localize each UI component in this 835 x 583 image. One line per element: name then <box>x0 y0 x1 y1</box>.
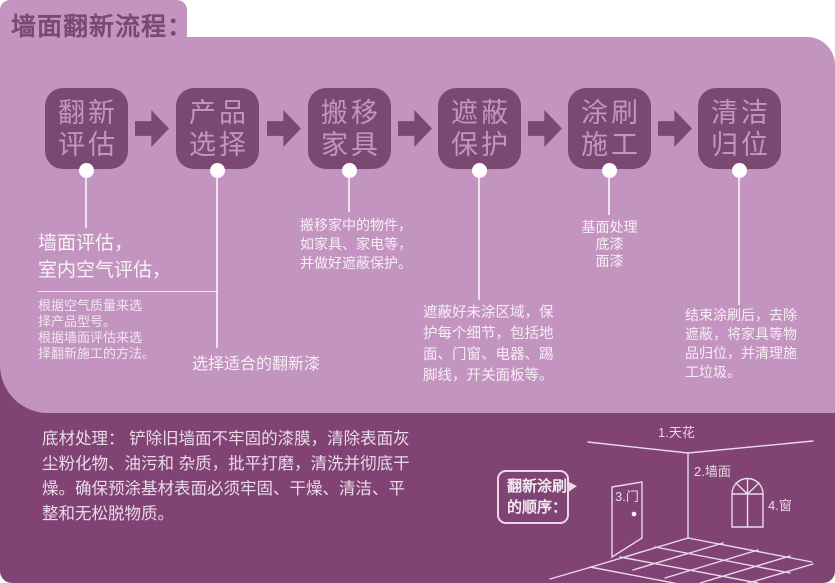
room-sketch: 1.天花 2.墙面 3.门 4.窗 <box>549 425 814 583</box>
connector-line <box>85 178 87 228</box>
page-title: 墙面翻新流程： <box>11 13 194 41</box>
step-label: 涂刷 <box>581 97 641 128</box>
step-box-move-furniture: 搬移 家具 <box>308 88 391 169</box>
connector-dot <box>602 163 617 178</box>
step-box-painting-work: 涂刷 施工 <box>568 88 651 169</box>
note-line: 燥。确保预涂基材表面必须牢固、干燥、清洁、平 <box>42 480 405 498</box>
note-line: 尘粉化物、油污和 杂质，批平打磨，清洗并彻底干 <box>42 455 410 473</box>
floor-tile-lines <box>549 542 814 583</box>
step-label: 评估 <box>58 129 118 160</box>
annotation-line: 面漆 <box>595 253 624 269</box>
step-label: 施工 <box>581 129 641 160</box>
label-window: 4.窗 <box>768 498 792 513</box>
step-label: 清洁 <box>711 97 771 128</box>
annotation-line: 脚线，开关面板等。 <box>423 368 554 384</box>
annotation-detail-line: 择产品型号。 <box>38 314 117 329</box>
step-label: 保护 <box>451 129 511 160</box>
annotation-detail-line: 根据墙面评估来选 <box>38 330 143 345</box>
connector-line <box>608 178 610 215</box>
annotation-line: 并做好遮蔽保护。 <box>300 255 412 271</box>
step-label: 归位 <box>711 129 771 160</box>
annotation-line: 结束涂刷后，去除 <box>685 307 797 323</box>
step-label: 产品 <box>189 97 249 128</box>
step-label: 遮蔽 <box>451 97 511 128</box>
annotation-assessment: 墙面评估， 室内空气评估， 根据空气质量来选 择产品型号。 根据墙面评估来选 择… <box>38 230 218 362</box>
annotation-headline: 墙面评估， <box>38 233 134 254</box>
connector-dot <box>210 163 225 178</box>
connector-dot <box>732 163 747 178</box>
step-box-product-selection: 产品 选择 <box>176 88 259 169</box>
annotation-cleanup: 结束涂刷后，去除 遮蔽，将家具等物 品归位，并清理施 工垃圾。 <box>685 306 797 382</box>
note-line: 底材处理： 铲除旧墙面不牢固的漆膜，清除表面灰 <box>42 430 410 448</box>
annotation-line: 遮蔽好未涂区域，保 <box>423 305 554 321</box>
annotation-detail-line: 根据空气质量来选 <box>38 298 143 313</box>
title-tab: 墙面翻新流程： <box>0 0 192 50</box>
connector-dot <box>472 163 487 178</box>
connector-line <box>216 178 218 348</box>
step-label: 选择 <box>189 129 249 160</box>
door-knob-dot <box>631 511 637 517</box>
note-line: 整和无松脱物质。 <box>42 505 174 523</box>
main-body-panel <box>0 37 835 413</box>
annotation-line: 品归位，并清理施 <box>685 345 797 361</box>
step-label: 搬移 <box>321 97 381 128</box>
label-ceiling: 1.天花 <box>658 425 695 440</box>
substrate-treatment-note: 底材处理： 铲除旧墙面不牢固的漆膜，清除表面灰 尘粉化物、油污和 杂质，批平打磨… <box>42 427 410 527</box>
annotation-painting: 基面处理 底漆 面漆 <box>568 219 651 270</box>
annotation-product-selection: 选择适合的翻新漆 <box>192 356 321 373</box>
annotation-line: 如家具、家电等， <box>300 236 412 252</box>
step-label: 家具 <box>321 129 381 160</box>
bubble-pointer <box>567 481 577 493</box>
window-outline <box>731 477 764 528</box>
connector-line <box>478 178 480 300</box>
annotation-detail-line: 择翻新施工的方法。 <box>38 346 156 361</box>
annotation-line: 底漆 <box>595 236 624 252</box>
connector-line <box>738 178 740 305</box>
connector-dot <box>342 163 357 178</box>
annotation-headline: 室内空气评估， <box>38 260 172 281</box>
connector-line <box>348 178 350 212</box>
annotation-line: 搬移家中的物件， <box>300 217 412 233</box>
annotation-divider <box>38 291 218 292</box>
bubble-line: 的顺序： <box>507 499 568 516</box>
label-door: 3.门 <box>615 489 639 504</box>
annotation-line: 护每个细节，包括地 <box>423 326 554 342</box>
annotation-line: 面、门窗、电器、踢 <box>423 347 554 363</box>
annotation-line: 工垃圾。 <box>685 364 741 380</box>
connector-dot <box>79 163 94 178</box>
paint-order-bubble: 翻新涂刷 的顺序： <box>497 470 577 524</box>
bubble-line: 翻新涂刷 <box>507 478 568 495</box>
door-outline <box>611 481 643 559</box>
annotation-masking: 遮蔽好未涂区域，保 护每个细节，包括地 面、门窗、电器、踢 脚线，开关面板等。 <box>423 303 554 387</box>
step-box-masking-protection: 遮蔽 保护 <box>438 88 521 169</box>
room-corner-lines <box>587 440 814 569</box>
label-wall: 2.墙面 <box>694 464 731 479</box>
step-box-clean-restore: 清洁 归位 <box>698 88 781 169</box>
step-label: 翻新 <box>58 97 118 128</box>
annotation-move-furniture: 搬移家中的物件， 如家具、家电等， 并做好遮蔽保护。 <box>300 216 412 273</box>
step-box-renovation-assessment: 翻新 评估 <box>45 88 128 169</box>
annotation-line: 遮蔽，将家具等物 <box>685 326 797 342</box>
annotation-line: 基面处理 <box>581 219 638 235</box>
